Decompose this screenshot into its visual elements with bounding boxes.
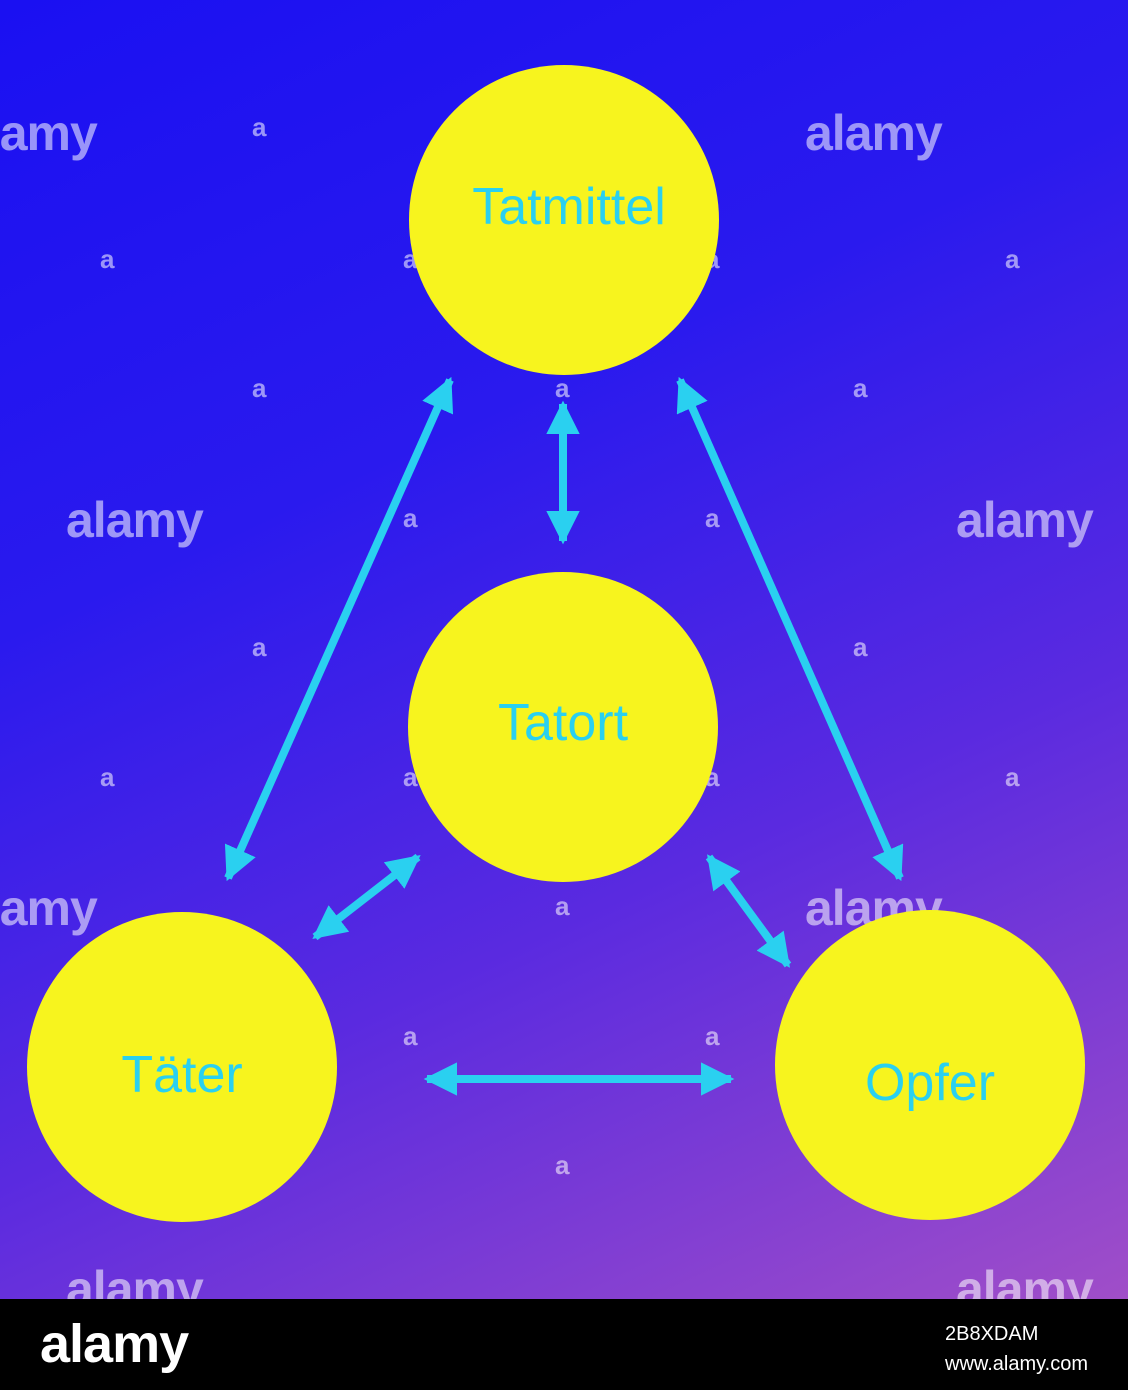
watermark-mark: a [555, 1150, 570, 1180]
watermark-mark: a [403, 1021, 418, 1051]
watermark-logo: alamy [0, 880, 98, 936]
footer-image-info: 2B8XDAM www.alamy.com [945, 1319, 1088, 1379]
arrow-tatmittel-taeter [224, 376, 454, 882]
watermark-mark: a [1005, 762, 1020, 792]
watermark-mark: a [853, 632, 868, 662]
watermark-mark: a [100, 762, 115, 792]
arrow-tatort-opfer [705, 854, 792, 968]
watermark-mark: a [555, 891, 570, 921]
node-taeter: Täter [27, 912, 337, 1222]
diagram-canvas: a a a a a a a a a a a a a a a a a a a a … [0, 0, 1128, 1299]
triangle-diagram: a a a a a a a a a a a a a a a a a a a a … [0, 65, 1095, 1299]
node-circle [27, 912, 337, 1222]
footer-bar: alamy 2B8XDAM www.alamy.com [0, 1299, 1128, 1390]
watermark-mark: a [252, 112, 267, 142]
node-label-tatort: Tatort [498, 694, 629, 752]
watermark-logo: alamy [956, 492, 1094, 548]
watermark-mark: a [555, 373, 570, 403]
watermark-logo: alamy [956, 1261, 1094, 1299]
watermark-mark: a [252, 373, 267, 403]
node-circle [409, 65, 719, 375]
site-url: www.alamy.com [945, 1353, 1088, 1375]
arrow-tatmittel-opfer [676, 376, 904, 882]
watermark-mark: a [100, 244, 115, 274]
node-opfer: Opfer [775, 910, 1085, 1220]
watermark-mark: a [705, 503, 720, 533]
image-id: 2B8XDAM [945, 1323, 1039, 1345]
watermark-logo: alamy [66, 1261, 204, 1299]
node-tatmittel: Tatmittel [409, 65, 719, 375]
node-tatort: Tatort [408, 572, 718, 882]
watermark-mark: a [403, 503, 418, 533]
arrow-tatort-taeter [312, 853, 421, 941]
watermark-mark: a [1005, 244, 1020, 274]
watermark-logo: alamy [66, 492, 204, 548]
arrows [224, 376, 904, 1096]
watermark-logo: alamy [805, 105, 943, 161]
node-label-opfer: Opfer [865, 1054, 995, 1112]
footer-logo: alamy [40, 1314, 189, 1374]
watermark-logo: alamy [0, 105, 98, 161]
watermark-mark: a [853, 373, 868, 403]
node-label-tatmittel: Tatmittel [472, 178, 666, 236]
node-circle [408, 572, 718, 882]
node-label-taeter: Täter [121, 1046, 242, 1104]
node-circle [775, 910, 1085, 1220]
watermark-mark: a [252, 632, 267, 662]
watermark-mark: a [705, 1021, 720, 1051]
